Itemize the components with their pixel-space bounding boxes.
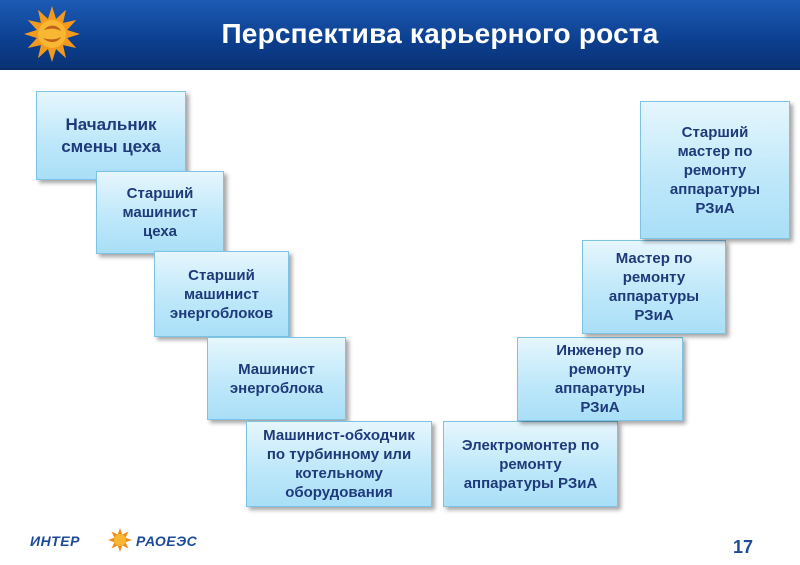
footer-logo-left-text: ИНТЕР [30,533,80,549]
career-step-unit-operator: Машинист энергоблока [207,337,346,420]
sun-logo-icon [108,528,132,552]
career-step-engineer: Инженер по ремонту аппаратуры РЗиА [517,337,683,421]
career-step-senior-shop-operator: Старший машинист цеха [96,171,224,254]
footer-logo: ИНТЕР РАОЕЭС [30,527,200,555]
career-step-shift-chief: Начальник смены цеха [36,91,186,180]
header-bar: Перспектива карьерного роста [0,0,800,70]
career-step-electrician: Электромонтер по ремонту аппаратуры РЗиА [443,421,618,507]
footer-logo-right-text: РАОЕЭС [136,533,198,549]
page-number: 17 [732,537,754,557]
page-title: Перспектива карьерного роста [221,18,659,49]
career-step-patrol-operator: Машинист-обходчик по турбинному или коте… [246,421,432,507]
career-step-senior-master: Старший мастер по ремонту аппаратуры РЗи… [640,101,790,239]
sun-logo-icon [24,6,80,62]
career-step-senior-unit-operator: Старший машинист энергоблоков [154,251,289,337]
career-step-master: Мастер по ремонту аппаратуры РЗиА [582,240,726,334]
